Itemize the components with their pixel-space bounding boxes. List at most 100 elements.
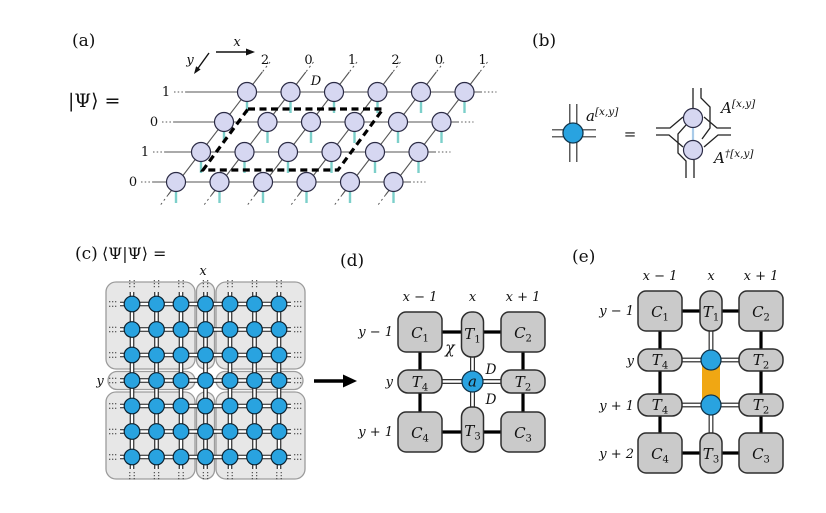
- block-label-c3: C3: [752, 445, 770, 466]
- peps-site: [431, 111, 452, 133]
- chi-dimension-label: χ: [444, 339, 456, 357]
- block-label-t2b: T2: [753, 396, 769, 417]
- peps-site: [296, 171, 317, 193]
- corner-c4: [637, 432, 683, 474]
- double-layer-site: [172, 397, 190, 415]
- block-label-t2a: T2: [753, 351, 769, 372]
- col-label: x + 1: [506, 290, 541, 305]
- peps-site: [209, 171, 230, 193]
- corner-c1: [637, 290, 683, 332]
- peps-site: [213, 111, 235, 133]
- corner-c3: [500, 411, 546, 453]
- double-layer-site: [246, 372, 263, 389]
- double-layer-site: [123, 372, 141, 389]
- ctm-blocks-e: [637, 290, 784, 474]
- unit-cell-dashed-box: [199, 107, 387, 172]
- double-layer-site: [197, 397, 214, 415]
- peps-site: [339, 171, 361, 193]
- transfer-t2-row-y1: [738, 393, 784, 417]
- double-layer-site: [172, 346, 190, 364]
- optimized-bond-highlight: [702, 360, 720, 405]
- bra-tensor-site: [682, 139, 704, 161]
- double-layer-site: [197, 423, 214, 440]
- peps-site: [454, 81, 475, 103]
- double-layer-site: [270, 448, 288, 466]
- site-tensor-y: [700, 349, 722, 371]
- double-layer-site: [123, 295, 141, 313]
- peps-site: [190, 141, 212, 163]
- double-layer-site: [221, 295, 239, 313]
- double-layer-site: [270, 295, 288, 313]
- block-label-c4: C4: [411, 424, 429, 445]
- panel-d: (d) x − 1 x x + 1 y − 1 y y + 1: [340, 251, 546, 453]
- panel-c: (c) ⟨Ψ|Ψ⟩ = x y: [75, 244, 357, 480]
- column-index-label: 2: [391, 53, 399, 68]
- ket-right-leg: [703, 116, 731, 129]
- row-index-label: 0: [150, 115, 158, 130]
- block-label-c1: C1: [651, 303, 669, 324]
- row-index-label: 1: [141, 145, 149, 160]
- double-layer-site: [123, 423, 141, 440]
- double-layer-site: [148, 346, 165, 364]
- double-layer-site: [172, 423, 190, 440]
- double-layer-site: [221, 448, 239, 466]
- axis-x-label-a: x: [233, 35, 241, 50]
- peps-site: [344, 111, 365, 133]
- tensor-a-site: [562, 122, 584, 144]
- double-layer-site: [246, 423, 263, 440]
- double-layer-site: [148, 295, 165, 313]
- row-label: y − 1: [357, 325, 393, 340]
- diagonal-ellipsis-bottom: [158, 194, 169, 208]
- ket-tensor-site: [682, 107, 704, 129]
- site-tensor-y1: [700, 394, 722, 416]
- double-layer-site: [123, 321, 141, 338]
- double-layer-site: [197, 372, 214, 389]
- double-layer-site: [148, 321, 165, 338]
- diagonal-ellipsis-top: [305, 61, 314, 73]
- ctm-blocks-d: [397, 311, 546, 453]
- transfer-t1: [699, 290, 723, 332]
- double-layer-site: [172, 295, 190, 313]
- peps-site: [364, 141, 386, 163]
- double-layer-site: [123, 397, 141, 415]
- corner-c1: [397, 311, 443, 353]
- peps-site: [234, 141, 255, 163]
- diagonal-ellipsis-top: [348, 61, 358, 73]
- panel-b: (b) a[x,y] = A[x,y] A†[x,y]: [532, 31, 756, 178]
- block-label-t3: T3: [464, 422, 480, 443]
- transfer-t3: [460, 406, 485, 453]
- double-layer-site: [246, 397, 263, 415]
- col-label: x − 1: [403, 290, 438, 305]
- double-layer-site: [197, 448, 214, 466]
- ket-down-leg: [677, 124, 687, 178]
- double-layer-site: [221, 346, 239, 364]
- diagonal-ellipsis-bottom: [289, 194, 299, 208]
- peps-site: [321, 141, 342, 163]
- column-index-label: 0: [435, 53, 443, 68]
- col-label: x + 1: [744, 269, 779, 284]
- peps-site: [367, 81, 388, 103]
- transfer-t2-row-y: [738, 348, 784, 372]
- double-layer-site: [172, 448, 190, 466]
- double-layer-site: [270, 397, 288, 415]
- diagonal-ellipsis-bottom: [332, 194, 343, 208]
- double-layer-site: [148, 423, 165, 440]
- d-dimension-label-lower: D: [485, 392, 497, 408]
- norm-formula: ⟨Ψ|Ψ⟩ =: [102, 244, 166, 263]
- row-index-label: 1: [162, 85, 170, 100]
- transfer-t4-row-y: [637, 348, 683, 372]
- bond-dimension-label: D: [310, 74, 322, 89]
- double-layer-site: [246, 346, 263, 364]
- double-layer-site: [246, 448, 263, 466]
- peps-site: [387, 111, 409, 133]
- transfer-t2: [500, 369, 546, 394]
- column-index-label: 1: [478, 53, 486, 68]
- column-index-label: 1: [348, 53, 356, 68]
- double-layer-site: [123, 448, 141, 466]
- double-layer-site: [221, 321, 239, 338]
- peps-site: [300, 111, 322, 133]
- double-layer-site: [246, 321, 263, 338]
- peps-site: [236, 81, 258, 103]
- block-label-t1: T1: [703, 303, 719, 324]
- double-layer-site: [246, 295, 263, 313]
